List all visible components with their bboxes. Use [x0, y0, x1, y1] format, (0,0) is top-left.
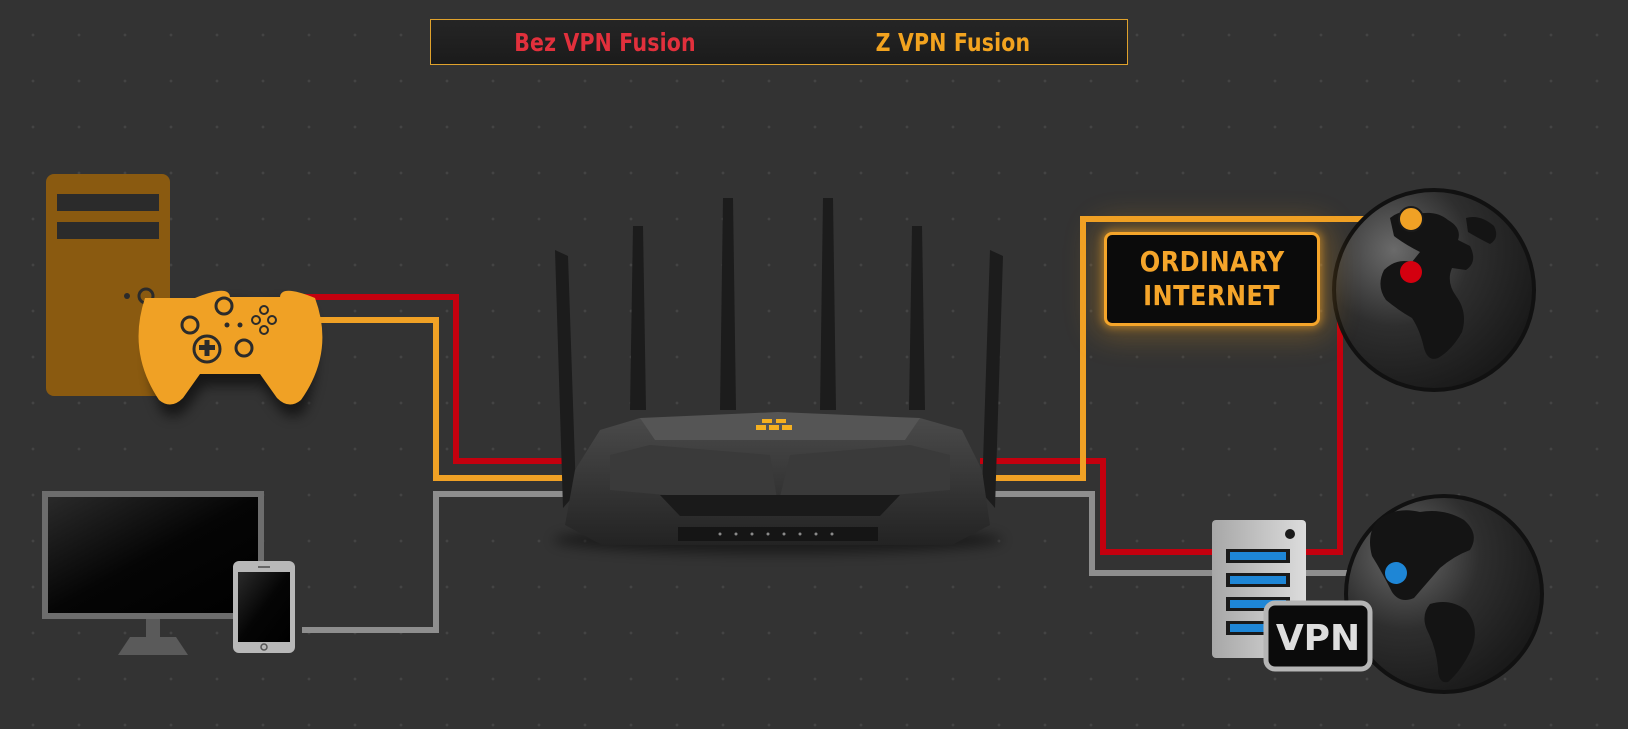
- vpn-label: VPN: [1276, 618, 1360, 659]
- phone-icon: [233, 561, 295, 653]
- endpoint-dots: [1385, 206, 1424, 584]
- callout-line-1: ORDINARY: [1139, 245, 1285, 278]
- cable-red-console: [297, 294, 570, 464]
- toggle-with-vpn-fusion[interactable]: Z VPN Fusion: [875, 27, 1031, 57]
- cable-gray-devices: [302, 491, 570, 633]
- cable-orange-ordinary: [980, 216, 1410, 481]
- vpn-badge: [1263, 600, 1373, 672]
- blue-endpoint-dot: [1385, 562, 1407, 584]
- router-icon: [553, 198, 1003, 554]
- cable-gray-vpn: [980, 491, 1395, 576]
- toggle-without-vpn-fusion[interactable]: Bez VPN Fusion: [514, 27, 696, 57]
- ordinary-internet-callout: ORDINARY INTERNET: [1104, 232, 1320, 326]
- globe-icon-europe: [1332, 188, 1536, 392]
- gamepad-icon: [138, 290, 323, 417]
- vpn-server-icon: VPN: [1212, 520, 1373, 672]
- vpn-fusion-toggle[interactable]: Bez VPN Fusion Z VPN Fusion: [430, 19, 1128, 65]
- orange-endpoint-dot: [1398, 206, 1424, 232]
- cable-orange-console: [297, 317, 570, 481]
- red-endpoint-dot: [1400, 261, 1422, 283]
- callout-line-2: INTERNET: [1143, 279, 1281, 312]
- monitor-icon: [42, 491, 264, 655]
- globe-icon-americas: [1344, 494, 1544, 694]
